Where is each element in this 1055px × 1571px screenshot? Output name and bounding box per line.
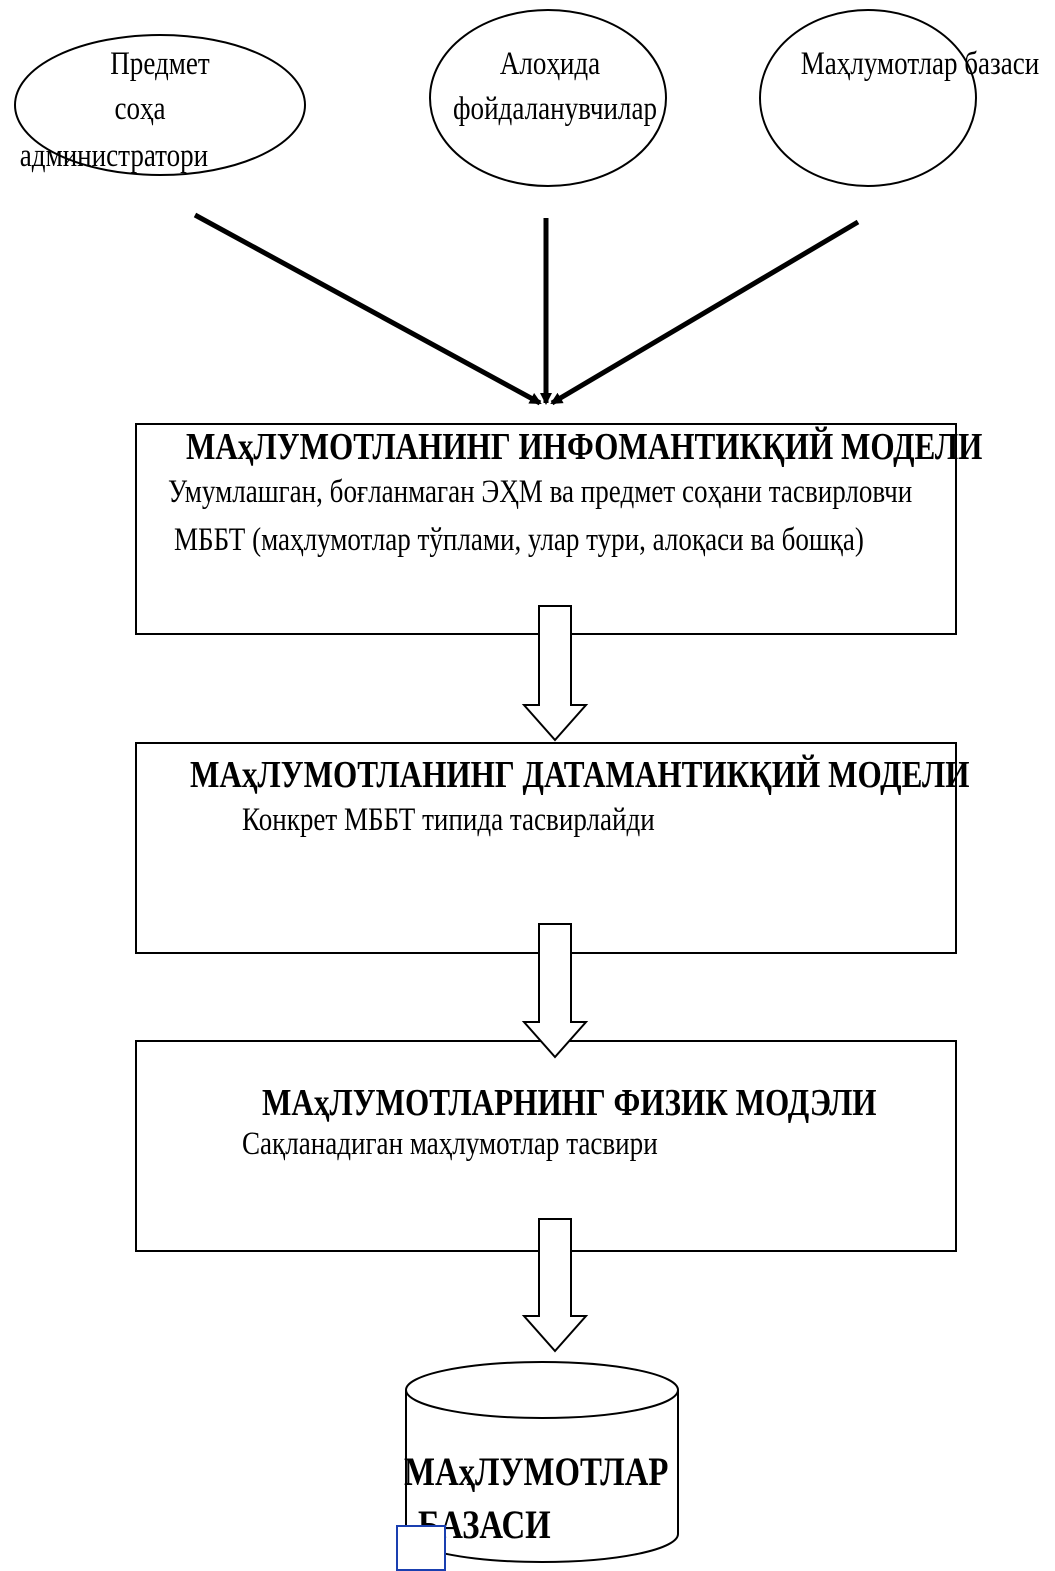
physical-title: МАҳЛУМОТЛАРНИНГ ФИЗИК МОДЭЛИ <box>262 1082 877 1124</box>
admin-label-line2: соҳа <box>114 91 166 127</box>
admin-label-line3: администратори <box>19 138 209 174</box>
arrow-database-to-infological <box>550 219 860 406</box>
database-source-ellipse <box>759 9 977 187</box>
admin-ellipse <box>14 34 306 176</box>
lightning-badge <box>396 1525 446 1571</box>
infological-line1: Умумлашган, боғланмаган ЭҲМ ва предмет с… <box>168 474 913 510</box>
database-label-line1: МАҳЛУМОТЛАР <box>404 1449 669 1494</box>
database-source-label: Маҳлумотлар базаси <box>800 46 1040 82</box>
block-arrow-infological-to-datalogical <box>521 605 589 742</box>
users-label-line1: Алоҳида <box>499 46 601 82</box>
datalogical-title: МАҳЛУМОТЛАНИНГ ДАТАМАНТИКҚИЙ МОДЕЛИ <box>190 754 970 796</box>
arrow-admin-to-infological <box>193 212 542 406</box>
physical-line1: Сақланадиган маҳлумотлар тасвири <box>242 1126 658 1162</box>
block-arrow-datalogical-to-physical <box>521 923 589 1059</box>
infological-line2: МББТ (маҳлумотлар тўплами, улар тури, ал… <box>174 522 864 558</box>
database-cylinder-top <box>405 1361 679 1419</box>
infological-title: МАҳЛУМОТЛАНИНГ ИНФОМАНТИКҚИЙ МОДЕЛИ <box>186 426 983 468</box>
datalogical-line1: Конкрет МББТ типида тасвирлайди <box>242 802 655 838</box>
admin-label-line1: Предмет <box>110 46 210 82</box>
users-label-line2: фойдаланувчилар <box>453 91 657 127</box>
users-ellipse <box>429 9 667 187</box>
block-arrow-physical-to-database <box>521 1218 589 1353</box>
